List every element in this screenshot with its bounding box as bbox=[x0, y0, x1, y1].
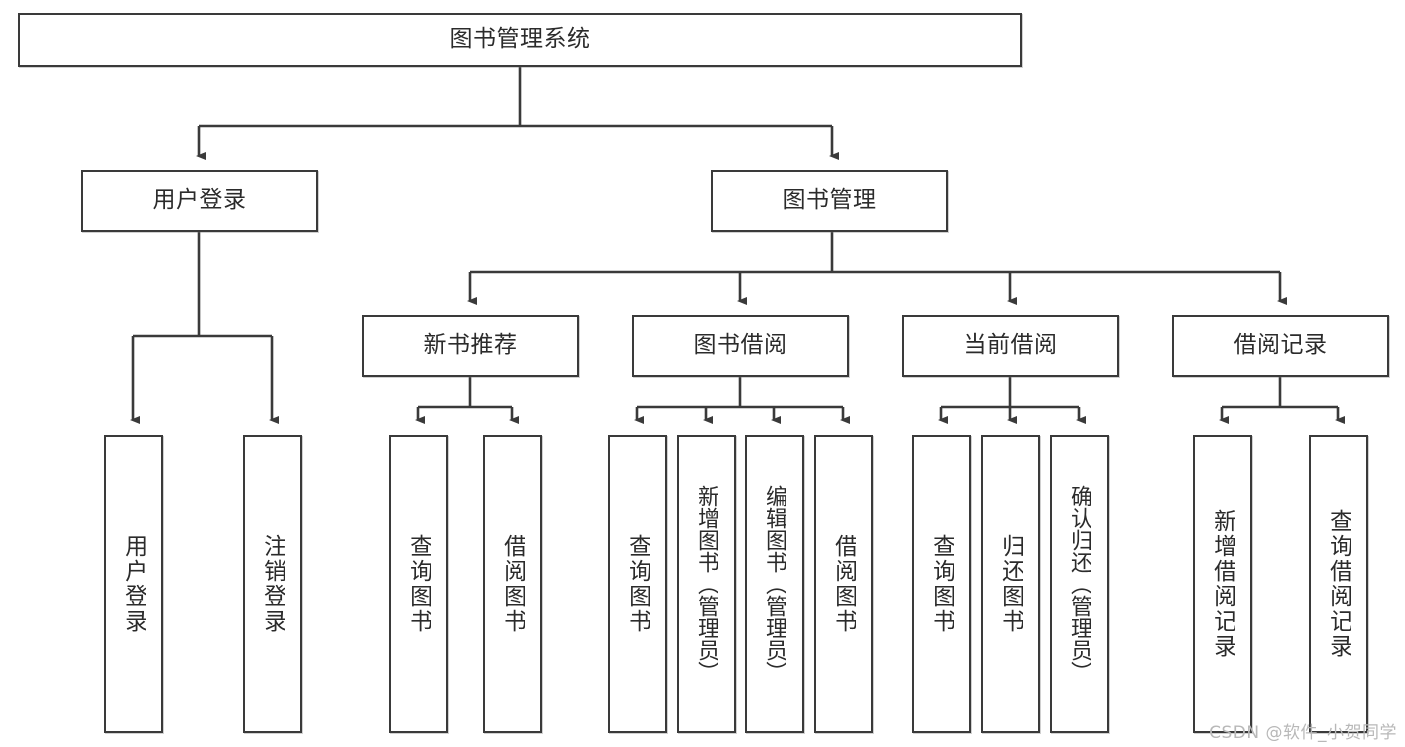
leaf-user-login-login[interactable]: 用户登录 bbox=[104, 435, 163, 733]
node-user-login[interactable]: 用户登录 bbox=[81, 170, 318, 232]
leaf-book-borrow-query-books[interactable]: 查询图书 bbox=[608, 435, 667, 733]
leaf-book-borrow-add-book-admin[interactable]: 新增图书（管理员） bbox=[677, 435, 736, 733]
node-label: 确认归还（管理员） bbox=[1067, 485, 1092, 683]
leaf-user-login-logout[interactable]: 注销登录 bbox=[243, 435, 302, 733]
leaf-book-borrow-borrow-books[interactable]: 借阅图书 bbox=[814, 435, 873, 733]
node-label: 借阅图书 bbox=[500, 534, 525, 634]
node-label: 当前借阅 bbox=[963, 332, 1058, 359]
node-root-book-management-system[interactable]: 图书管理系统 bbox=[18, 13, 1022, 67]
leaf-current-borrow-return-books[interactable]: 归还图书 bbox=[981, 435, 1040, 733]
node-label: 新书推荐 bbox=[423, 332, 518, 359]
leaf-borrow-record-query-record[interactable]: 查询借阅记录 bbox=[1309, 435, 1368, 733]
node-label: 图书管理系统 bbox=[449, 26, 591, 53]
leaf-borrow-record-add-record[interactable]: 新增借阅记录 bbox=[1193, 435, 1252, 733]
leaf-current-borrow-confirm-return-admin[interactable]: 确认归还（管理员） bbox=[1050, 435, 1109, 733]
node-book-borrowing[interactable]: 图书借阅 bbox=[632, 315, 849, 377]
leaf-new-book-borrow-books[interactable]: 借阅图书 bbox=[483, 435, 542, 733]
node-label: 编辑图书（管理员） bbox=[762, 485, 787, 683]
node-current-borrowing[interactable]: 当前借阅 bbox=[902, 315, 1119, 377]
node-label: 新增图书（管理员） bbox=[694, 485, 719, 683]
node-book-management[interactable]: 图书管理 bbox=[711, 170, 948, 232]
node-label: 新增借阅记录 bbox=[1210, 509, 1235, 659]
node-label: 注销登录 bbox=[260, 534, 285, 634]
node-label: 借阅记录 bbox=[1233, 332, 1328, 359]
node-label: 查询图书 bbox=[406, 534, 431, 634]
node-label: 用户登录 bbox=[152, 187, 247, 214]
leaf-book-borrow-edit-book-admin[interactable]: 编辑图书（管理员） bbox=[745, 435, 804, 733]
node-label: 图书借阅 bbox=[693, 332, 788, 359]
node-label: 查询图书 bbox=[625, 534, 650, 634]
node-label: 查询借阅记录 bbox=[1326, 509, 1351, 659]
leaf-new-book-query-books[interactable]: 查询图书 bbox=[389, 435, 448, 733]
node-new-book-recommendation[interactable]: 新书推荐 bbox=[362, 315, 579, 377]
node-label: 归还图书 bbox=[998, 534, 1023, 634]
node-label: 借阅图书 bbox=[831, 534, 856, 634]
node-label: 图书管理 bbox=[782, 187, 877, 214]
watermark-text: CSDN @软件_小贺同学 bbox=[1209, 723, 1397, 743]
node-label: 用户登录 bbox=[121, 534, 146, 634]
node-label: 查询图书 bbox=[929, 534, 954, 634]
leaf-current-borrow-query-books[interactable]: 查询图书 bbox=[912, 435, 971, 733]
node-borrowing-record[interactable]: 借阅记录 bbox=[1172, 315, 1389, 377]
